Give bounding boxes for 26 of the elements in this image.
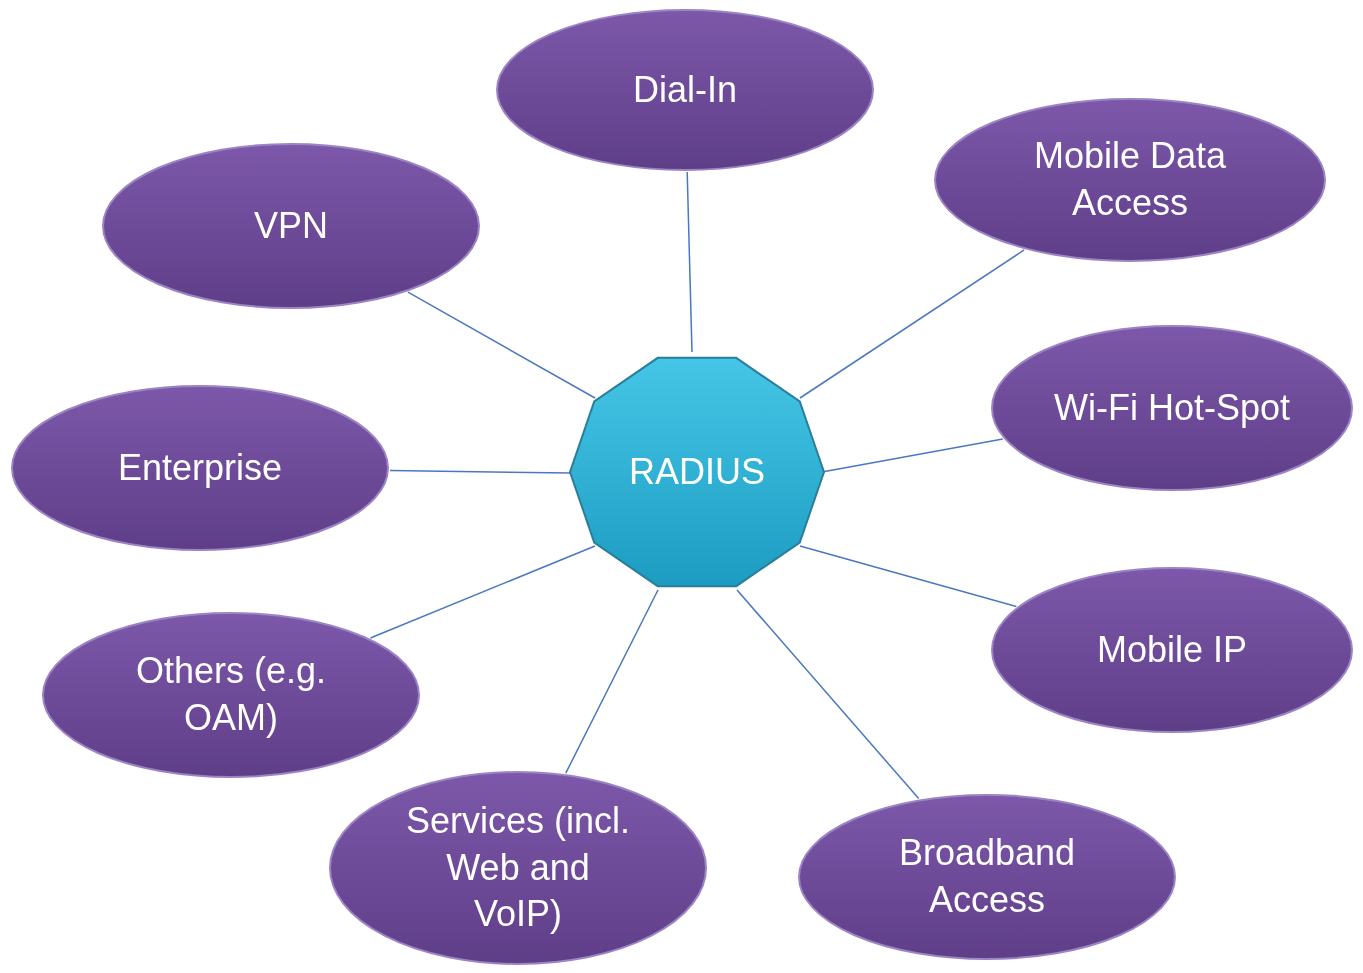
ellipse-node xyxy=(990,324,1354,492)
node-label: Enterprise xyxy=(116,445,284,490)
connector-line xyxy=(686,171,693,353)
node-label: Broadband Access xyxy=(897,831,1077,922)
node-label: Wi-Fi Hot-Spot xyxy=(1053,385,1291,430)
node-label: Dial-In xyxy=(632,67,738,112)
connector-line xyxy=(799,249,1025,399)
connector-line xyxy=(565,589,659,774)
ellipse-node xyxy=(41,611,421,779)
node-label: Services (incl. Web and VoIP) xyxy=(404,798,632,937)
ellipse-node xyxy=(328,770,708,966)
connector-line xyxy=(369,545,596,639)
node-label: RADIUS xyxy=(628,449,766,494)
connector-line xyxy=(799,545,1018,608)
node-label: Mobile IP xyxy=(1095,627,1249,672)
ellipse-node xyxy=(933,97,1327,263)
ellipse-node xyxy=(10,384,390,552)
ellipse-node xyxy=(495,8,875,172)
ellipse-node xyxy=(101,142,481,310)
connector-line xyxy=(736,589,920,800)
connector-line xyxy=(407,291,596,399)
node-label: VPN xyxy=(253,203,329,248)
ellipse-node xyxy=(797,793,1177,961)
ellipse-node xyxy=(990,566,1354,734)
node-label: Others (e.g. OAM) xyxy=(134,649,328,740)
node-label: Mobile Data Access xyxy=(1032,134,1228,225)
